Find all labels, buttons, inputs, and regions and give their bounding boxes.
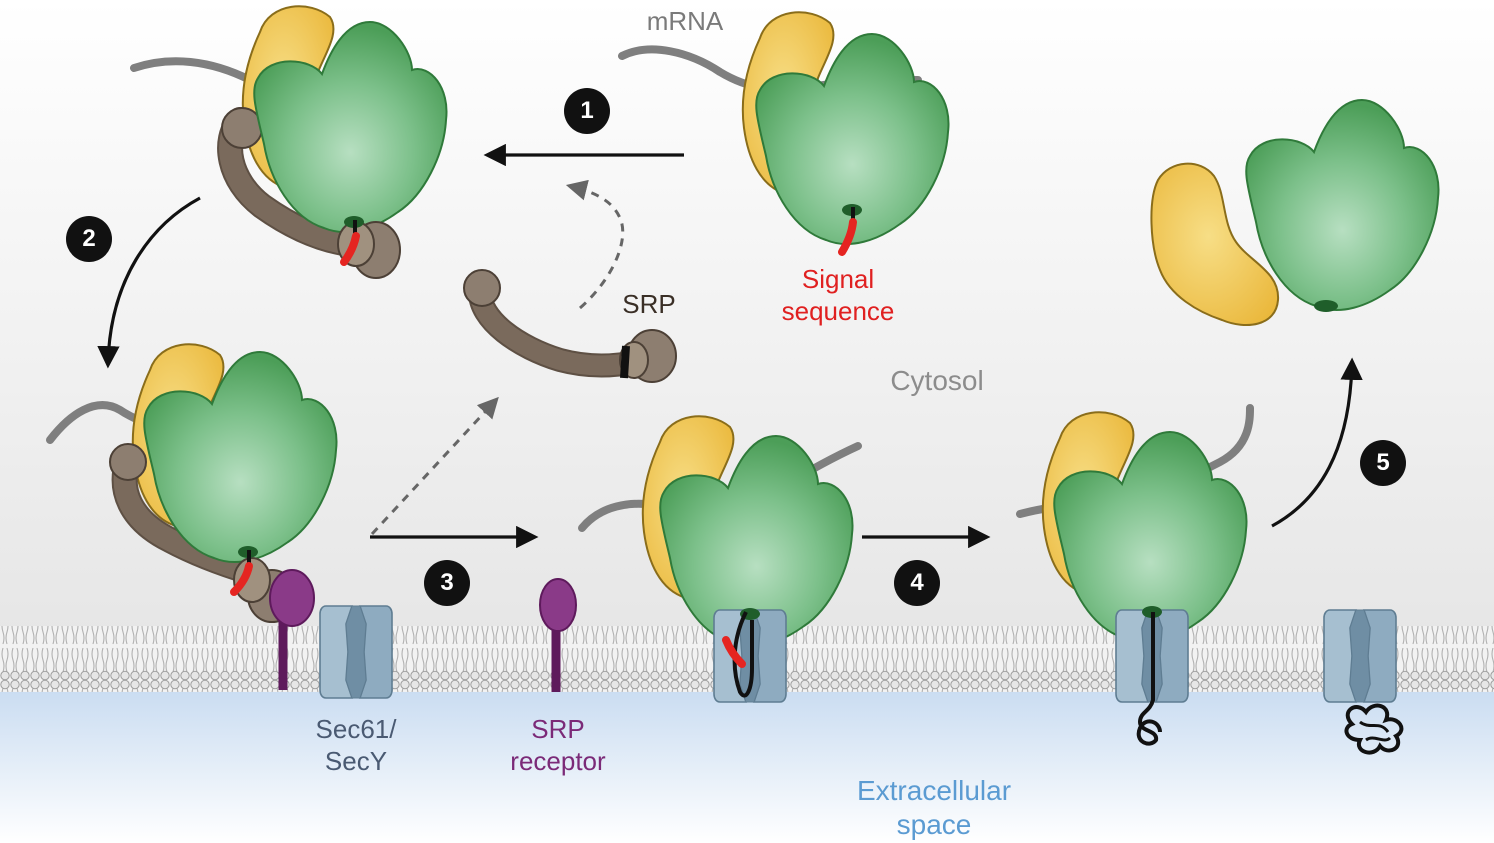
- sec61-translocon-left: [319, 605, 393, 699]
- sec61-translocon-right: [1323, 609, 1397, 703]
- srp-receptor-left: [269, 569, 315, 690]
- step-5-badge: 5: [1360, 440, 1406, 486]
- sec61-line-1: Sec61/: [315, 714, 397, 744]
- arrow-step-2: [97, 196, 201, 369]
- signal-sequence-line-2: sequence: [781, 295, 895, 326]
- cytosol-label: Cytosol: [890, 365, 984, 396]
- ribosome-translocating: [578, 415, 862, 703]
- mrna-label: mRNA: [646, 6, 724, 36]
- extracellular-background: [0, 688, 1494, 843]
- ribosome-srp-bound: [130, 5, 448, 279]
- srp-receptor-label: SRP receptor: [496, 714, 620, 777]
- step-2-badge: 2: [66, 216, 112, 262]
- srp-receptor-line-2: receptor: [510, 745, 606, 776]
- arrow-srp-recycle: [565, 179, 625, 310]
- ribosome-dissociated: [1150, 99, 1440, 327]
- extracellular-line-1: Extracellular: [856, 775, 1012, 806]
- ribosome-free: [618, 11, 950, 256]
- step-3-badge: 3: [424, 560, 470, 606]
- signal-sequence-line-1: Signal: [801, 264, 875, 294]
- ribosome-elongating: [1016, 404, 1254, 746]
- step-1-badge: 1: [564, 88, 610, 134]
- folded-protein: [1344, 703, 1404, 755]
- extracellular-line-2: space: [896, 809, 972, 841]
- arrow-srp-release: [370, 396, 499, 536]
- step-4-badge: 4: [894, 560, 940, 606]
- extracellular-space-label: Extracellular space: [836, 774, 1032, 842]
- arrow-step-5: [1271, 357, 1363, 528]
- sec61-line-2: SecY: [324, 745, 388, 776]
- srp-receptor-middle: [539, 578, 577, 692]
- srp-label: SRP: [622, 289, 676, 319]
- sec61-secy-label: Sec61/ SecY: [296, 714, 416, 777]
- signal-sequence-label: Signal sequence: [768, 264, 908, 327]
- srp-receptor-line-1: SRP: [531, 714, 585, 744]
- srp-free: [463, 269, 677, 383]
